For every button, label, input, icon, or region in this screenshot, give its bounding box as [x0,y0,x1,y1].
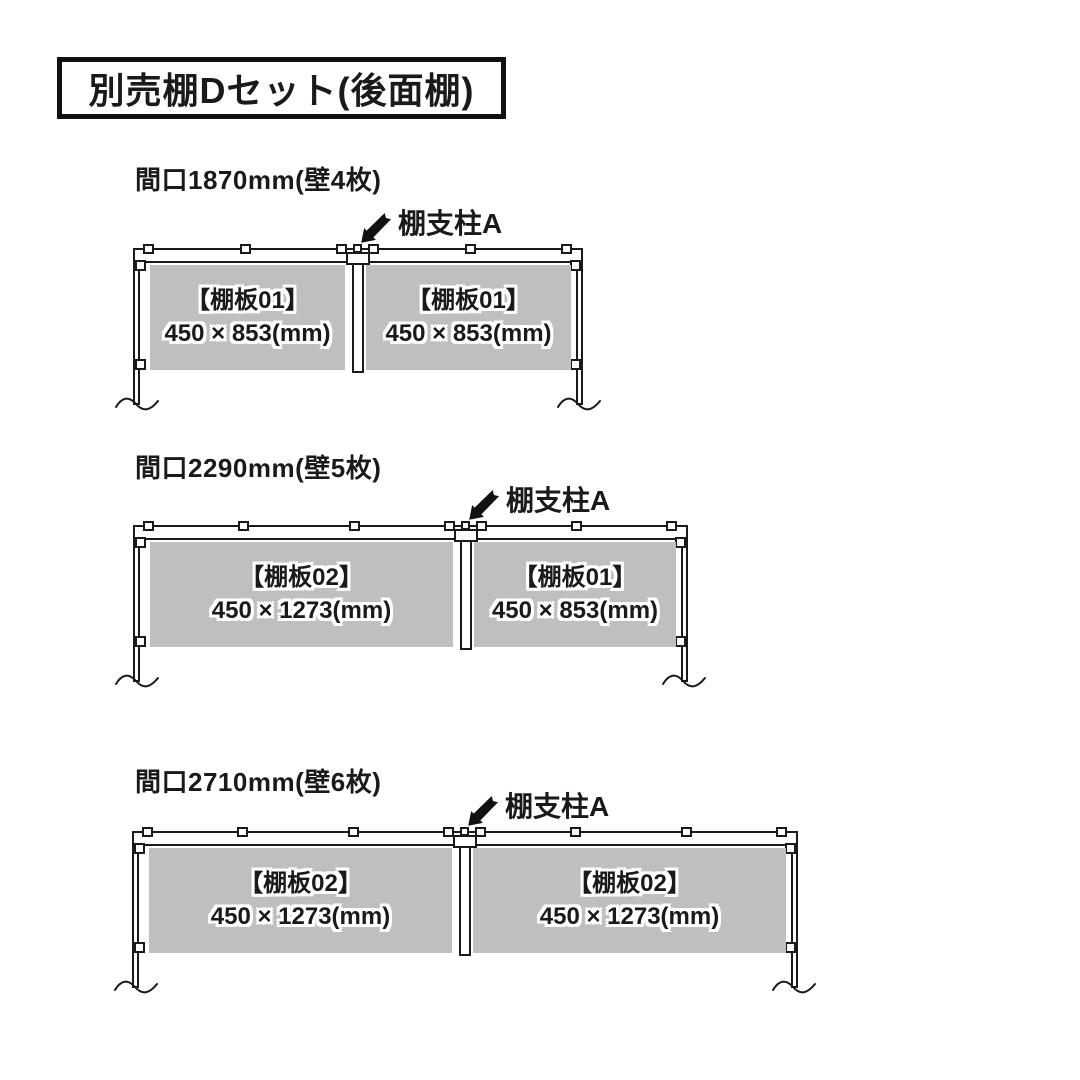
shelf-post [460,539,472,650]
diagram-heading: 間口2710mm(壁6枚) [135,767,382,797]
shelf-panel: 【棚板01】 450 × 853(mm) [150,265,345,370]
corner-clip-icon [570,359,581,370]
panel-size: 450 × 853(mm) [491,596,659,624]
right-post-rail [681,527,688,682]
break-line-icon [771,978,817,998]
diagram-heading: 間口1870mm(壁4枚) [135,165,382,195]
wall-clip-icon [570,827,581,837]
wall-clip-icon [349,521,360,531]
wall-clip-icon [776,827,787,837]
corner-clip-icon [135,537,146,548]
panel-size: 450 × 1273(mm) [211,596,392,624]
panel-name: 【棚板01】 [407,287,530,315]
wall-clip-icon [142,827,153,837]
left-post-rail [133,527,140,682]
right-post-rail [791,833,798,988]
panel-size: 450 × 853(mm) [385,319,552,347]
post-bracket-icon [443,827,454,837]
shelf-panel: 【棚板01】 450 × 853(mm) [474,542,676,647]
shelf-post [459,845,471,956]
post-label: 棚支柱A [506,485,611,516]
wall-clip-icon [239,244,251,254]
shelf-panel: 【棚板01】 450 × 853(mm) [366,265,571,370]
down-left-arrow-icon [469,489,500,520]
shelf-post-cap [346,252,370,265]
shelf-post [352,262,364,373]
post-bracket-icon [368,244,379,254]
panel-name: 【棚板02】 [568,870,691,898]
corner-clip-icon [135,359,146,370]
wall-clip-icon [681,827,692,837]
shelf-post-top-clip [461,521,470,530]
wall-clip-icon [348,827,359,837]
post-label: 棚支柱A [505,791,610,822]
wall-clip-icon [143,244,154,254]
corner-clip-icon [675,537,686,548]
corner-clip-icon [134,942,145,953]
page-title: 別売棚Dセット(後面棚) [88,70,475,111]
diagram-heading: 間口2290mm(壁5枚) [135,453,382,483]
shelf-post-cap [453,835,477,848]
panel-name: 【棚板01】 [186,287,309,315]
down-left-arrow-icon [468,795,499,826]
left-post-rail [132,833,139,988]
corner-clip-icon [675,636,686,647]
wall-clip-icon [571,521,582,531]
corner-clip-icon [785,942,796,953]
shelf-panel: 【棚板02】 450 × 1273(mm) [473,848,786,953]
wall-clip-icon [238,521,249,531]
corner-clip-icon [135,636,146,647]
shelf-panel: 【棚板02】 450 × 1273(mm) [149,848,452,953]
shelf-post-top-clip [353,244,362,253]
panel-size: 450 × 853(mm) [164,319,331,347]
corner-clip-icon [785,843,796,854]
break-line-icon [114,672,160,692]
wall-clip-icon [666,521,677,531]
shelf-post-top-clip [460,827,469,836]
break-line-icon [556,395,602,415]
post-bracket-icon [444,521,455,531]
panel-name: 【棚板02】 [239,870,362,898]
post-bracket-icon [336,244,347,254]
shelf-post-cap [454,529,478,542]
post-bracket-icon [475,827,486,837]
corner-clip-icon [135,260,146,271]
wall-clip-icon [464,244,476,254]
post-label: 棚支柱A [398,208,503,239]
corner-clip-icon [570,260,581,271]
corner-clip-icon [134,843,145,854]
wall-clip-icon [143,521,154,531]
title-box: 別売棚Dセット(後面棚) [57,57,506,119]
panel-size: 450 × 1273(mm) [539,902,720,930]
break-line-icon [113,978,159,998]
wall-clip-icon [561,244,572,254]
panel-name: 【棚板02】 [240,564,363,592]
shelf-panel: 【棚板02】 450 × 1273(mm) [150,542,453,647]
break-line-icon [661,672,707,692]
panel-name: 【棚板01】 [513,564,637,592]
wall-clip-icon [237,827,248,837]
right-post-rail [576,250,583,405]
down-left-arrow-icon [361,212,392,243]
panel-size: 450 × 1273(mm) [210,902,391,930]
break-line-icon [114,395,160,415]
post-bracket-icon [476,521,487,531]
left-post-rail [133,250,140,405]
top-rail [133,525,688,540]
